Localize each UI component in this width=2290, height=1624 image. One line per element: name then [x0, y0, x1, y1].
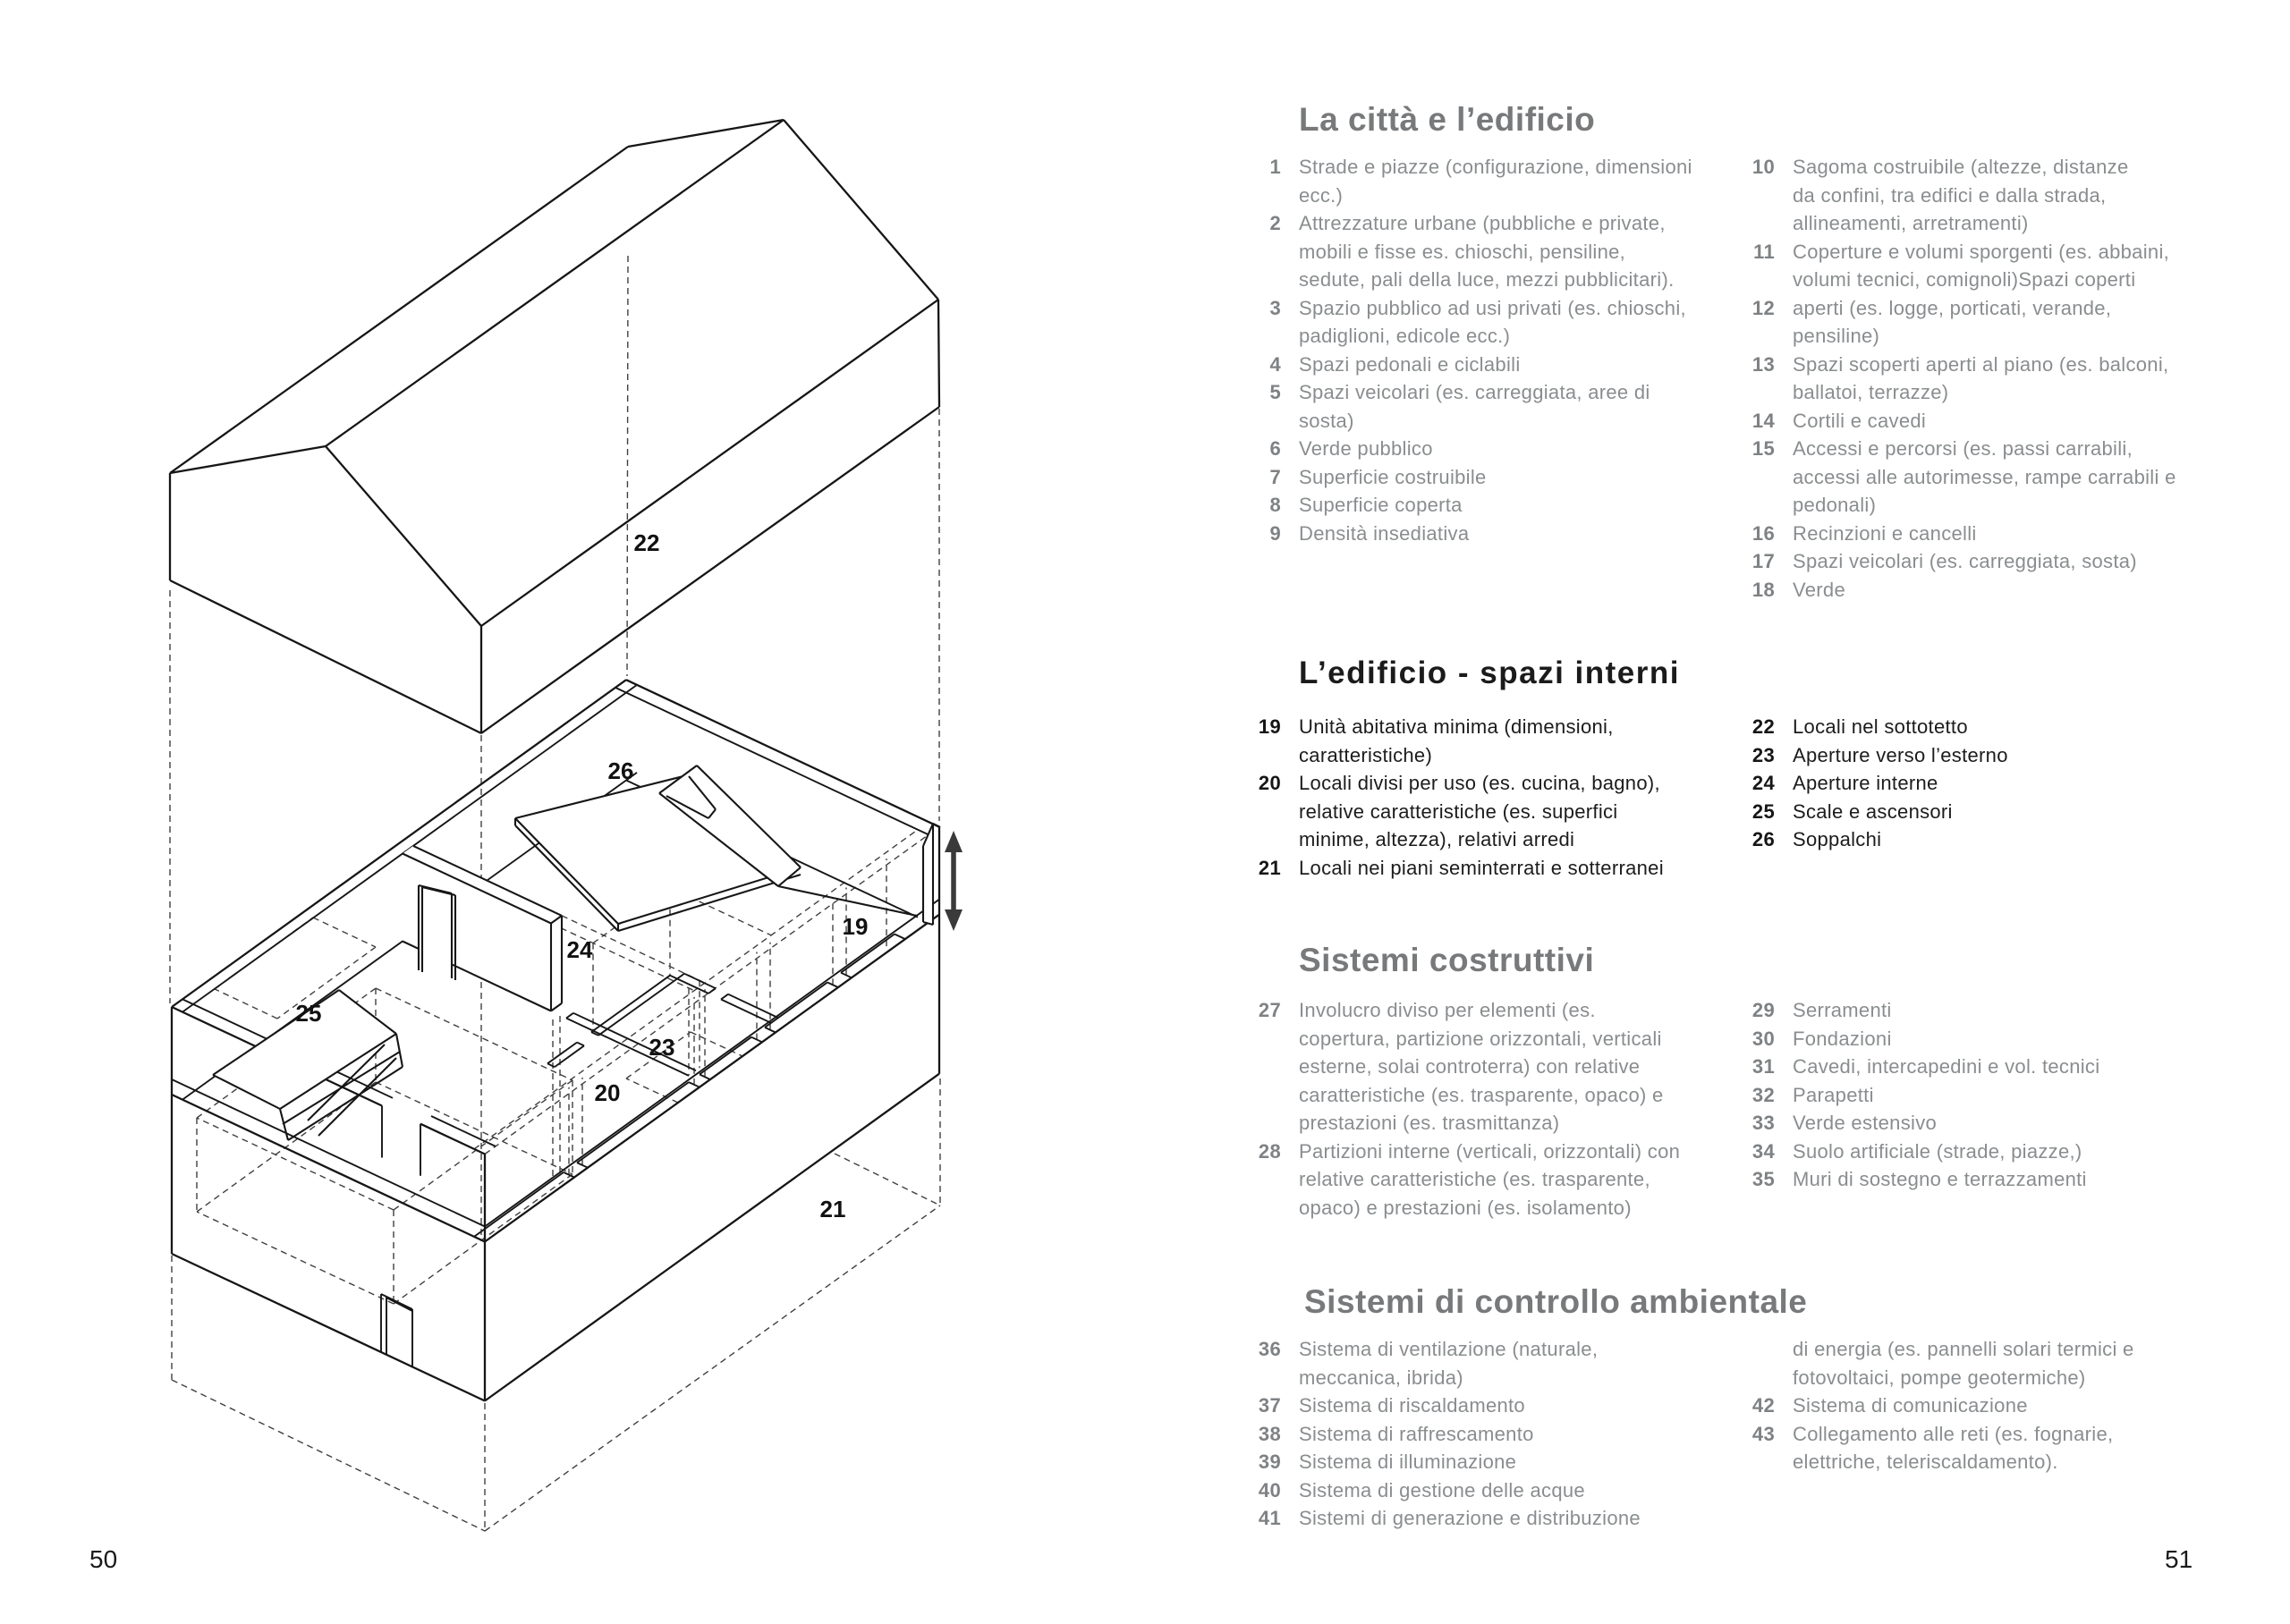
- svg-text:22: 22: [634, 529, 660, 556]
- svg-text:24: 24: [567, 936, 593, 963]
- svg-text:23: 23: [649, 1034, 675, 1061]
- svg-text:19: 19: [843, 913, 869, 940]
- svg-text:26: 26: [608, 757, 634, 784]
- svg-text:20: 20: [595, 1079, 621, 1106]
- svg-text:21: 21: [820, 1196, 846, 1222]
- svg-text:25: 25: [296, 1000, 322, 1027]
